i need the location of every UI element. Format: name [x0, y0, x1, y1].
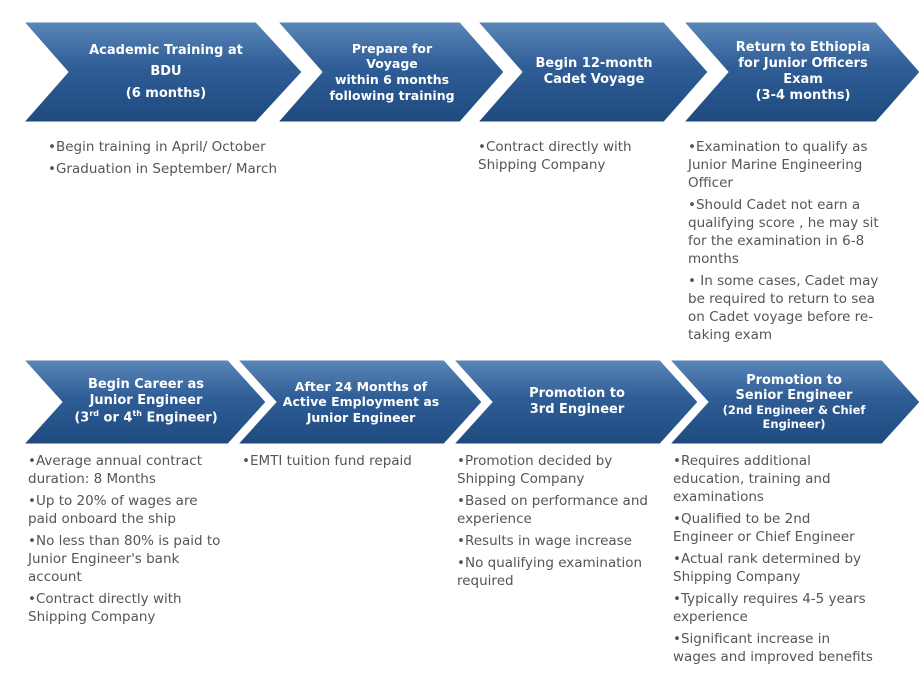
chevron-after-24-months-shape [236, 359, 483, 445]
rank-mid: or 4 [99, 410, 133, 426]
chevron-line: for Junior Officers [738, 56, 868, 72]
chevron-after-24-months-text: After 24 Months of Active Employment as … [276, 360, 446, 444]
chevron-line: Return to Ethiopia [735, 40, 871, 56]
chevron-line: Engineer) [762, 416, 826, 431]
list-item: EMTI tuition fund repaid [242, 452, 442, 470]
chevron-line: Begin 12-month [535, 55, 653, 71]
chevron-line: within 6 months [334, 72, 450, 87]
desc-after-24-months: EMTI tuition fund repaid [242, 452, 442, 474]
list-item: Should Cadet not earn a qualifying score… [688, 196, 894, 268]
chevron-line: Active Employment as [282, 394, 440, 410]
chevron-cadet-voyage-text: Begin 12-month Cadet Voyage [524, 22, 664, 122]
list-item: Up to 20% of wages are paid onboard the … [28, 492, 230, 528]
list-item: Examination to qualify as Junior Marine … [688, 138, 894, 192]
chevron-line: After 24 Months of [294, 378, 428, 394]
chevron-line: Prepare for Voyage [351, 40, 433, 72]
chevron-line: (6 months) [125, 85, 207, 101]
chevron-return-ethiopia-shape [682, 21, 921, 123]
chevron-prepare-voyage-shape [276, 21, 505, 123]
chevron-begin-career-shape [22, 359, 267, 445]
chevron-line: Exam [783, 72, 823, 87]
list-item: Qualified to be 2nd Engineer or Chief En… [673, 510, 873, 546]
list-item: Begin training in April/ October [48, 138, 278, 156]
desc-promotion-senior: Requires additional education, training … [673, 452, 873, 670]
list-item: Requires additional education, training … [673, 452, 873, 506]
rank-sup-rd: rd [89, 409, 99, 419]
list-item: Typically requires 4-5 years experience [673, 590, 873, 626]
list-item: Promotion decided by Shipping Company [457, 452, 662, 488]
chevron-line: Promotion to [529, 385, 625, 401]
chevron-line: Junior Engineer [89, 393, 203, 409]
chevron-promotion-3rd: Promotion to 3rd Engineer [452, 359, 699, 445]
chevron-prepare-voyage-text: Prepare for Voyage within 6 months follo… [324, 22, 460, 122]
chevron-line: Promotion to [746, 372, 842, 388]
chevron-academic-training-text: Academic Training at BDU (6 months) [74, 22, 258, 122]
chevron-line: 3rd Engineer [529, 402, 625, 417]
rank-close: Engineer) [141, 410, 218, 426]
list-item: Graduation in September/ March [48, 160, 278, 178]
list-item: Significant increase in wages and improv… [673, 630, 873, 666]
desc-promotion-3rd: Promotion decided by Shipping Company Ba… [457, 452, 662, 594]
chevron-line: following training [329, 87, 455, 103]
chevron-academic-training-shape [22, 21, 303, 123]
list-item: No qualifying examination required [457, 554, 662, 590]
desc-return-ethiopia: Examination to qualify as Junior Marine … [688, 138, 894, 348]
desc-academic-training: Begin training in April/ October Graduat… [48, 138, 278, 182]
chevron-line: Academic Training at BDU [89, 42, 243, 80]
chevron-line: Senior Engineer [735, 388, 853, 404]
list-item: Based on performance and experience [457, 492, 662, 528]
list-item: Actual rank determined by Shipping Compa… [673, 550, 873, 586]
chevron-promotion-senior-shape [668, 359, 921, 445]
list-item: Contract directly with Shipping Company [478, 138, 653, 174]
chevron-promotion-3rd-text: Promotion to 3rd Engineer [492, 360, 662, 444]
desc-cadet-voyage: Contract directly with Shipping Company [478, 138, 653, 178]
desc-begin-career: Average annual contract duration: 8 Mont… [28, 452, 230, 630]
list-item: Results in wage increase [457, 532, 662, 550]
chevron-promotion-senior: Promotion to Senior Engineer (2nd Engine… [668, 359, 921, 445]
chevron-promotion-senior-text: Promotion to Senior Engineer (2nd Engine… [704, 360, 884, 444]
chevron-return-ethiopia: Return to Ethiopia for Junior Officers E… [682, 21, 921, 123]
chevron-line: Junior Engineer [306, 409, 416, 425]
chevron-prepare-voyage: Prepare for Voyage within 6 months follo… [276, 21, 505, 123]
list-item: Contract directly with Shipping Company [28, 590, 230, 626]
chevron-academic-training: Academic Training at BDU (6 months) [22, 21, 303, 123]
chevron-line-ranks: (3rd or 4th Engineer) [74, 409, 217, 427]
list-item: No less than 80% is paid to Junior Engin… [28, 532, 230, 586]
chevron-return-ethiopia-text: Return to Ethiopia for Junior Officers E… [728, 22, 878, 122]
rank-open: (3 [74, 410, 90, 426]
list-item: In some cases, Cadet may be required to … [688, 272, 894, 344]
chevron-cadet-voyage-shape [476, 21, 709, 123]
chevron-cadet-voyage: Begin 12-month Cadet Voyage [476, 21, 709, 123]
chevron-line: (3-4 months) [755, 87, 851, 103]
chevron-begin-career-text: Begin Career as Junior Engineer (3rd or … [62, 360, 230, 444]
chevron-line: Begin Career as [87, 376, 205, 392]
list-item: Average annual contract duration: 8 Mont… [28, 452, 230, 488]
chevron-after-24-months: After 24 Months of Active Employment as … [236, 359, 483, 445]
chevron-begin-career: Begin Career as Junior Engineer (3rd or … [22, 359, 267, 445]
rank-sup-th: th [132, 409, 142, 419]
chevron-line: Cadet Voyage [543, 72, 645, 87]
chevron-line: (2nd Engineer & Chief [722, 402, 866, 417]
chevron-promotion-3rd-shape [452, 359, 699, 445]
